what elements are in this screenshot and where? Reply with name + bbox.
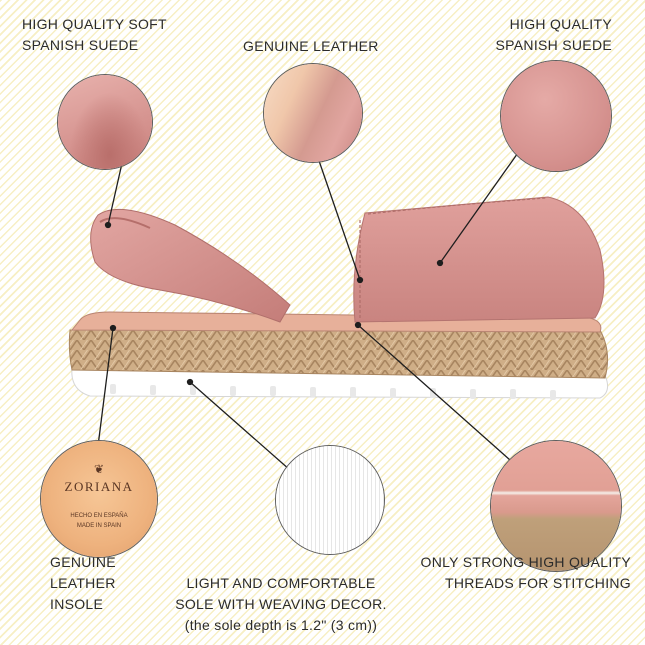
label-threads: ONLY STRONG HIGH QUALITY THREADS FOR STI… [420,554,631,591]
callout-circle-heel-strap [57,74,153,170]
label-soft-spanish-suede: HIGH QUALITY SOFT SPANISH SUEDE [22,16,167,53]
label-genuine-leather: GENUINE LEATHER [243,38,379,54]
callout-circle-suede-texture [500,60,612,172]
sandal-jute-wedge [68,329,609,379]
insole-made-line2: MADE IN SPAIN [76,523,122,529]
sole-treads [110,384,556,400]
label-sole-depth: (the sole depth is 1.2" (3 cm)) [184,617,378,633]
callout-circle-stitching [490,440,622,572]
insole-brand: ZORIANA [64,479,134,494]
callout-lines [97,149,521,471]
label-leather-insole: GENUINE LEATHER INSOLE [50,554,116,612]
callout-circle-insole: ❦ ZORIANA HECHO EN ESPAÑA MADE IN SPAIN [40,440,158,558]
label-sole: LIGHT AND COMFORTABLE SOLE WITH WEAVING … [150,552,412,645]
sandal-toe-vamp [353,196,605,323]
callout-circle-sole [275,445,385,555]
insole-made-line1: HECHO EN ESPAÑA [70,513,128,519]
ornament-icon: ❦ [93,462,105,476]
label-spanish-suede: HIGH QUALITY SPANISH SUEDE [495,16,612,53]
callout-circle-genuine-leather [263,63,363,163]
sandal-heel-strap [90,208,291,323]
label-sole-main: LIGHT AND COMFORTABLE SOLE WITH WEAVING … [175,575,387,612]
